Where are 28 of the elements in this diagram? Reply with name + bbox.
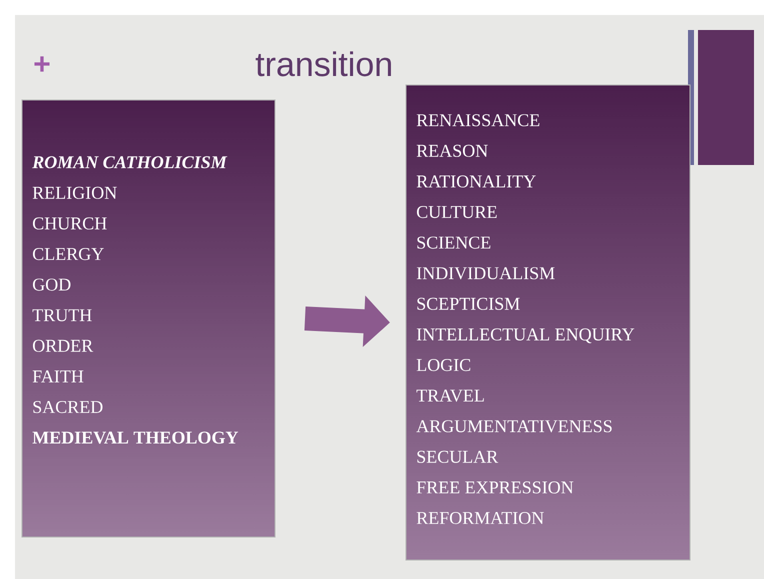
list-item: SACRED bbox=[33, 401, 102, 414]
list-item: GOD bbox=[32, 278, 70, 291]
list-item: RELIGION bbox=[32, 186, 117, 199]
list-item: CLERGY bbox=[32, 248, 104, 260]
list-item: REASON bbox=[416, 144, 488, 157]
list-item: CHURCH bbox=[32, 217, 107, 230]
title: transition bbox=[256, 51, 391, 76]
plus-sign: + bbox=[34, 56, 50, 72]
list-box bbox=[22, 100, 276, 538]
list-item: TRUTH bbox=[32, 309, 92, 322]
list-item: FAITH bbox=[32, 370, 84, 382]
list-item: SCIENCE bbox=[417, 236, 490, 249]
list-item: RATIONALITY bbox=[416, 175, 536, 188]
list-item: INDIVIDUALISM bbox=[416, 267, 555, 280]
list-item: LOGIC bbox=[416, 359, 470, 372]
list-item: INTELLECTUAL ENQUIRY bbox=[416, 328, 634, 344]
list-item: ORDER bbox=[32, 340, 94, 352]
list-item: SECULAR bbox=[417, 450, 498, 463]
list-box bbox=[406, 84, 690, 560]
list-item: ROMAN CATHOLICISM bbox=[32, 156, 228, 168]
list-item: TRAVEL bbox=[416, 390, 484, 402]
list-item: ARGUMENTATIVENESS bbox=[416, 420, 612, 432]
list-item: FREE EXPRESSION bbox=[416, 481, 574, 494]
list-item: CULTURE bbox=[416, 206, 497, 218]
list-item: RENAISSANCE bbox=[416, 114, 540, 126]
list-item: SCEPTICISM bbox=[417, 298, 520, 310]
list-item: REFORMATION bbox=[416, 512, 544, 524]
list-item: MEDIEVAL THEOLOGY bbox=[32, 432, 238, 444]
